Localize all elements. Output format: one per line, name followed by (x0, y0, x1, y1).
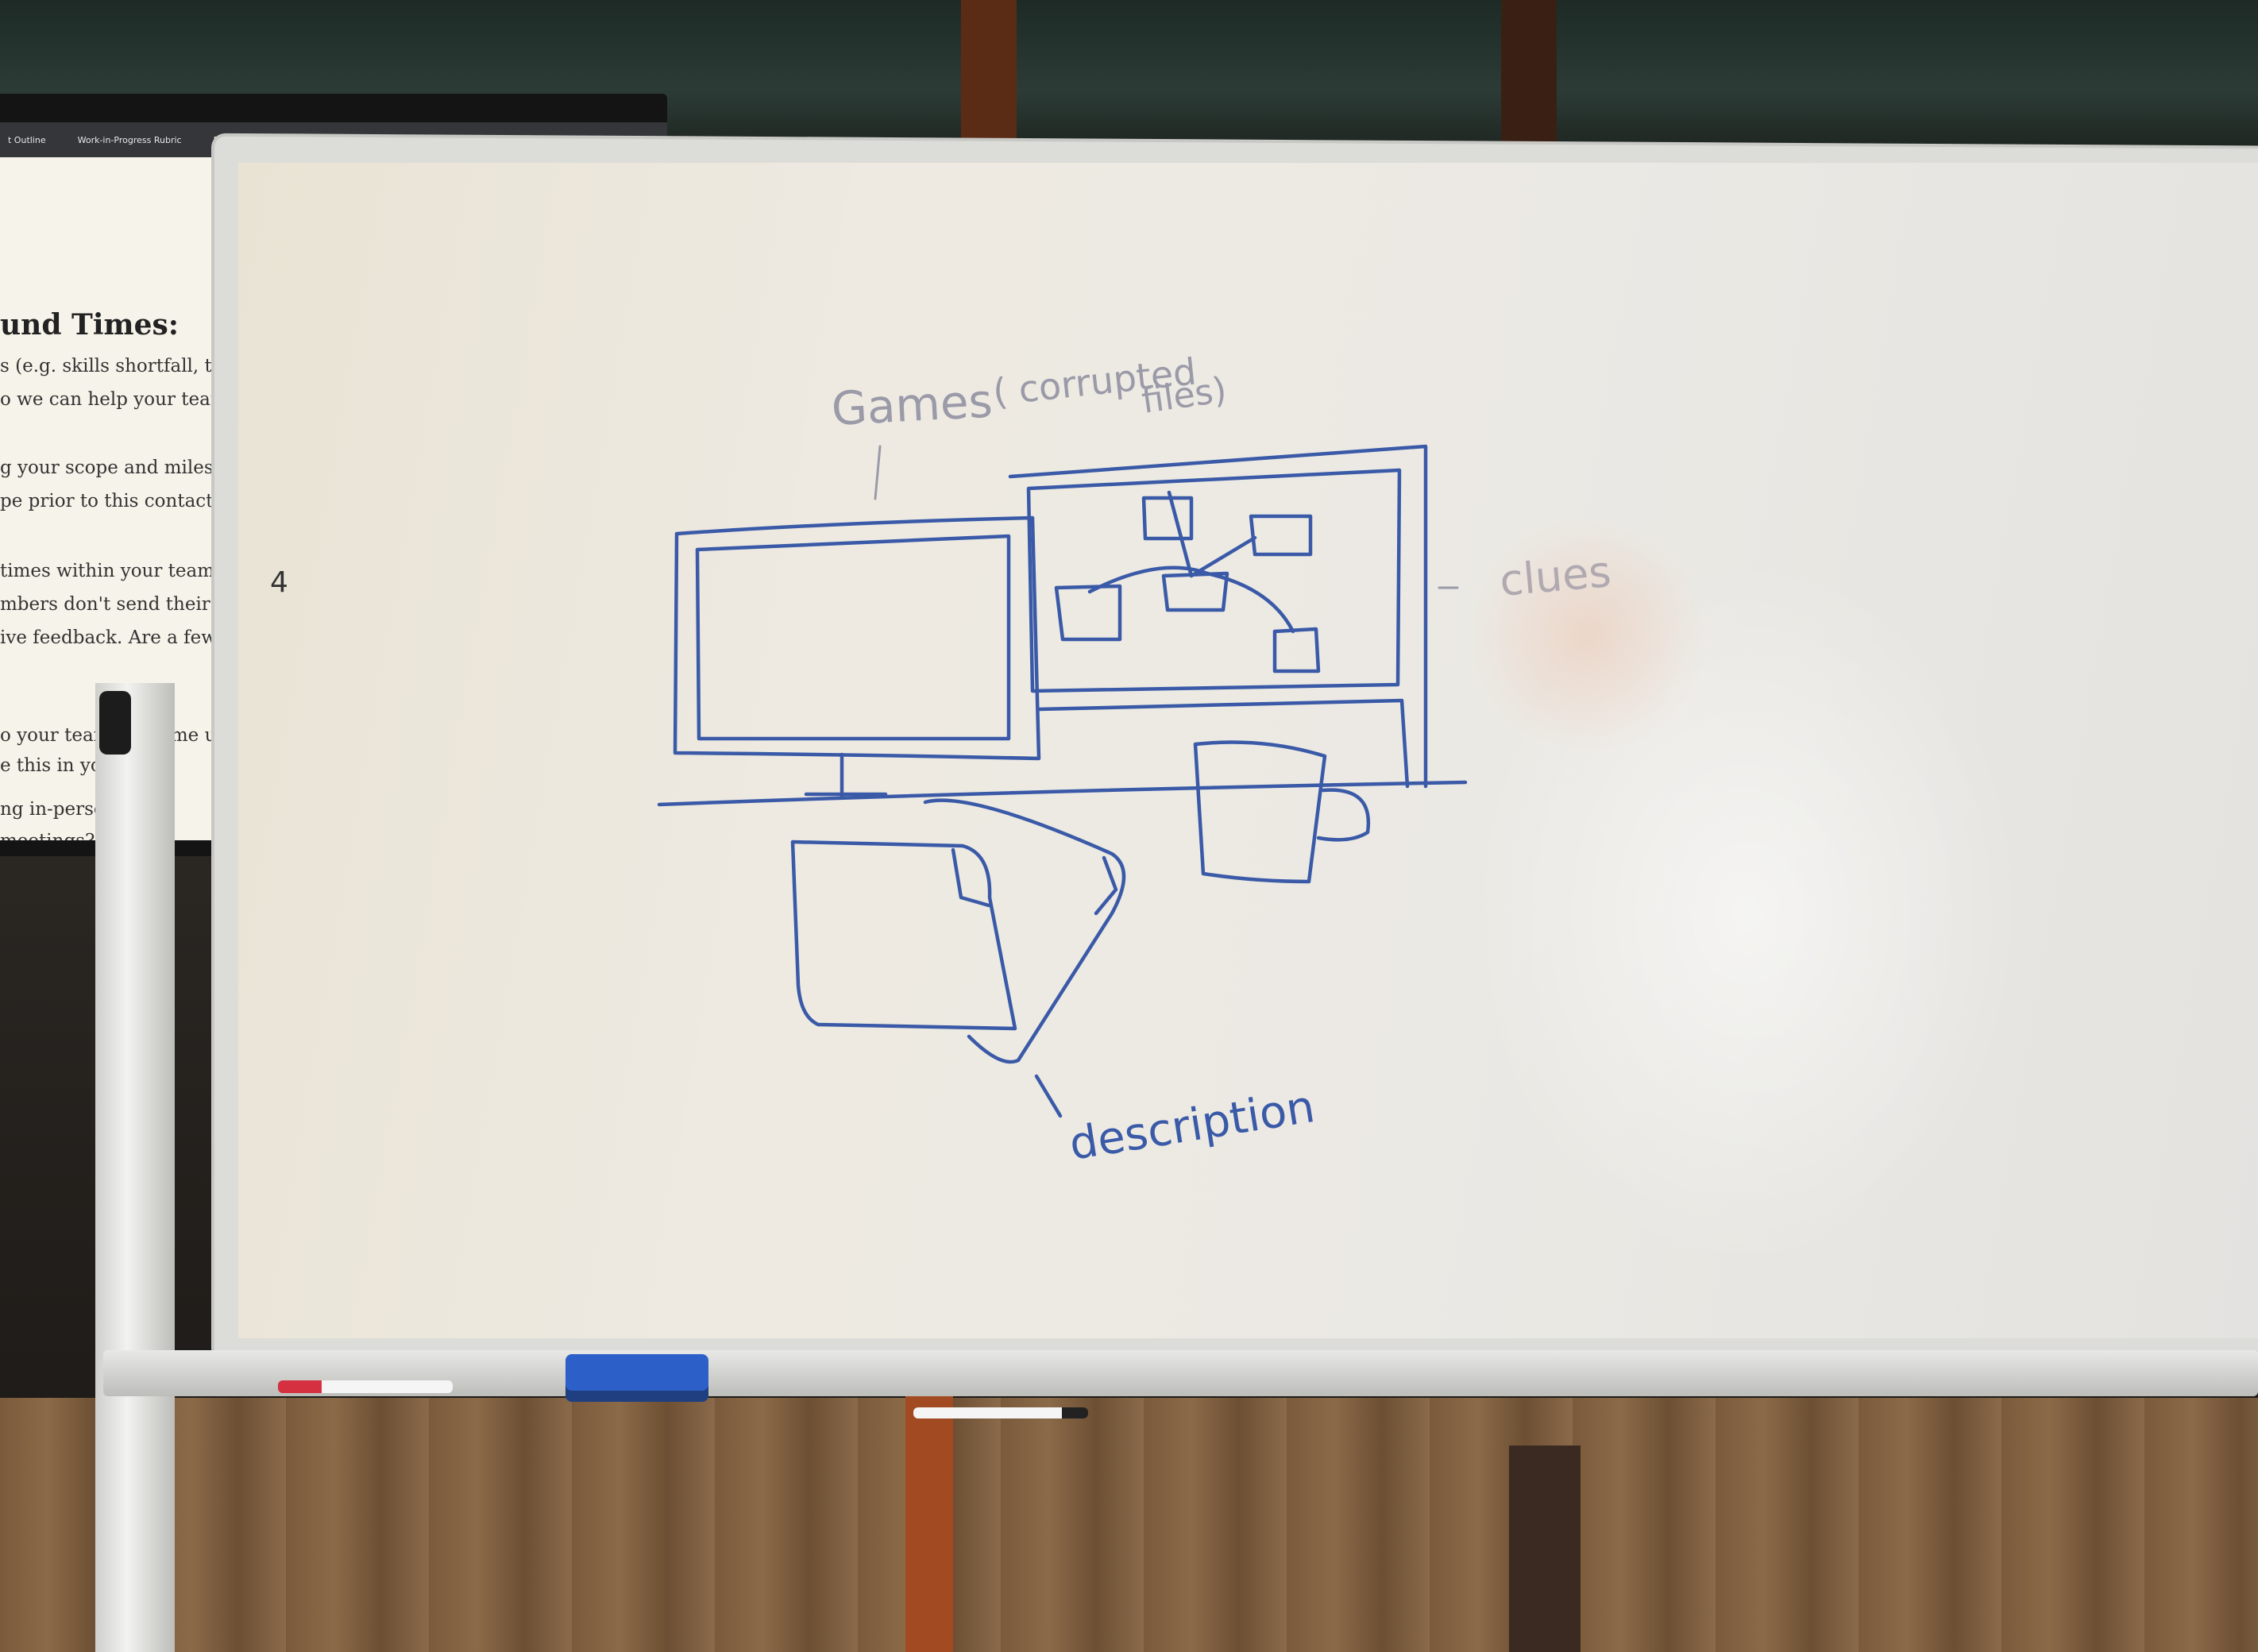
sketch-paper-fold (951, 847, 991, 908)
browser-tab[interactable]: Work-in-Progress Rubric (77, 134, 182, 145)
marker-tray (103, 1350, 2258, 1396)
sketch-file-box (1249, 514, 1313, 557)
sketch-connector (1205, 571, 1295, 634)
stand-knob (99, 691, 131, 755)
sketch-paper-front (790, 840, 1017, 1031)
browser-tab[interactable]: t Outline (8, 134, 46, 145)
doc-line: mbers don't send their con (0, 594, 249, 615)
whiteboard-eraser (565, 1354, 708, 1402)
orange-pillar (905, 1350, 953, 1652)
sketch-paper-fold (1094, 855, 1118, 916)
ceiling-pillar (961, 0, 1017, 151)
sketch-mug (1193, 740, 1327, 884)
sketch-left-monitor-screen (695, 534, 1011, 741)
sketch-mug-handle (1316, 788, 1371, 842)
whiteboard-stand (95, 683, 175, 1652)
sketch-connector (1167, 490, 1194, 578)
sketch-desk (657, 780, 1468, 807)
black-marker (913, 1407, 1088, 1418)
doc-line: g your scope and milestone (0, 457, 255, 478)
sketch-games-pointer (874, 445, 882, 500)
sketch-left-monitor (673, 515, 1041, 761)
doc-line: ive feedback. Are a few da (0, 627, 245, 648)
label-clues: clues (1498, 546, 1613, 606)
corner-mark: 4 (270, 566, 288, 599)
dark-pillar (1509, 1446, 1581, 1652)
doc-line: times within your team? O (0, 561, 245, 581)
sketch-connector (1087, 565, 1210, 594)
sketch-file-box (1161, 571, 1229, 612)
red-marker (278, 1380, 453, 1393)
doc-heading: und Times: (0, 308, 179, 342)
sketch-left-monitor-stand (804, 752, 888, 799)
label-description: description (1066, 1081, 1318, 1171)
sketch-file-box (1272, 627, 1321, 674)
sketch-right-monitor-frame (1008, 444, 1428, 789)
ceiling-pillar-dark (1501, 0, 1557, 151)
label-games: Games (830, 373, 994, 436)
light-glare (1469, 556, 2025, 1271)
sketch-connector (1189, 535, 1257, 578)
sketch-file-box (1141, 496, 1194, 541)
light-glare-warm (1469, 516, 1708, 755)
sketch-right-monitor (1026, 468, 1402, 693)
sketch-paper-back (923, 798, 1126, 1064)
wooden-floor (0, 1398, 2258, 1652)
sketch-file-box (1054, 584, 1122, 642)
sketch-right-monitor-base (1036, 698, 1410, 789)
sketch-pointer (1034, 1074, 1063, 1118)
